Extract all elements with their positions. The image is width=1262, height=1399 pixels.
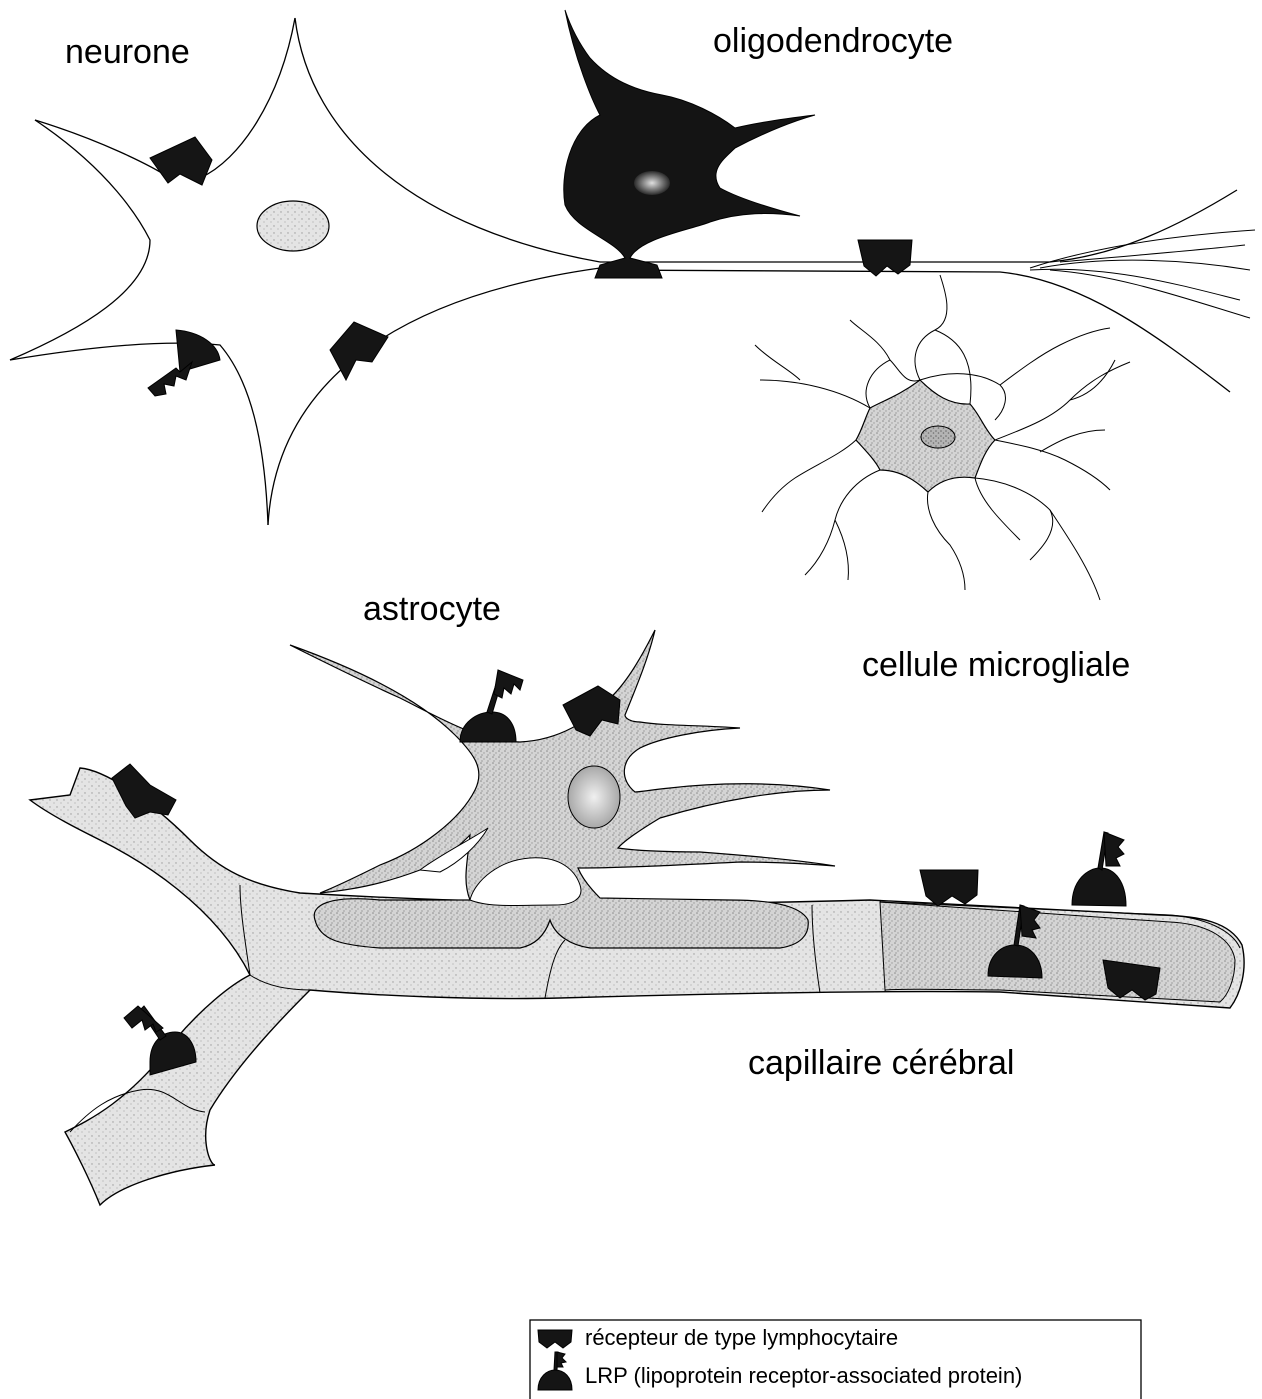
label-capillary: capillaire cérébral <box>748 1044 1014 1082</box>
lrp-receptor <box>1072 832 1126 906</box>
microglia-nucleus <box>921 426 955 448</box>
lrp-receptor <box>124 1006 196 1075</box>
astrocyte <box>290 630 835 948</box>
label-astrocyte: astrocyte <box>363 590 501 628</box>
lrp-receptor <box>148 330 220 396</box>
capillary <box>30 768 1244 1205</box>
label-oligodendrocyte: oligodendrocyte <box>713 22 953 60</box>
legend-item-lrp: LRP (lipoprotein receptor-associated pro… <box>585 1363 1022 1388</box>
astrocyte-nucleus <box>568 766 620 828</box>
oligodendrocyte-nucleus <box>634 171 670 195</box>
lymphocyte-receptor <box>858 240 912 276</box>
label-neuron: neurone <box>65 33 190 71</box>
label-microglia: cellule microgliale <box>862 646 1130 684</box>
microglia <box>755 275 1130 600</box>
legend-item-lymphocyte-receptor: récepteur de type lymphocytaire <box>585 1325 898 1350</box>
lymphocyte-receptor <box>150 137 212 185</box>
legend: récepteur de type lymphocytaire LRP (lip… <box>530 1320 1141 1399</box>
neuron-nucleus <box>257 201 329 251</box>
lymphocyte-receptor <box>920 870 978 906</box>
lrp-receptor <box>460 670 523 742</box>
